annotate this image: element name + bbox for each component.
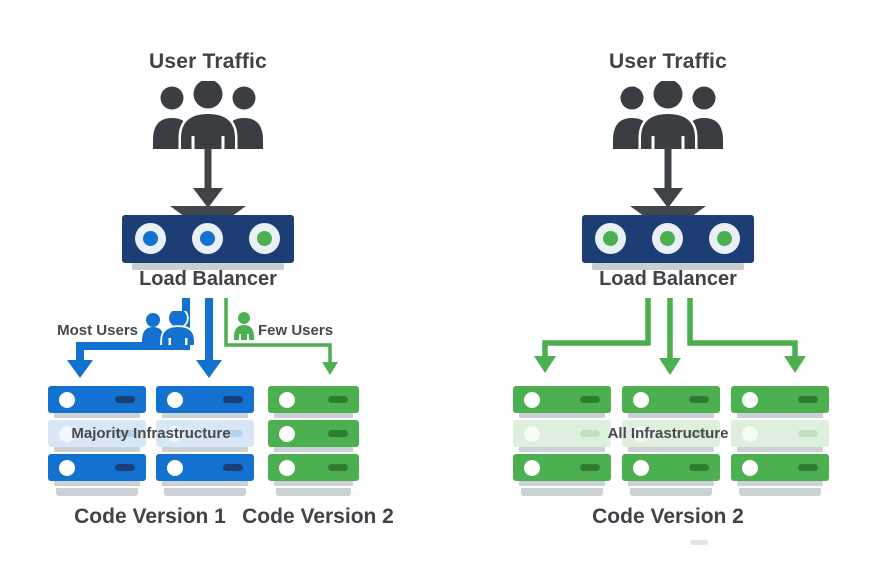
server-led-icon	[524, 425, 540, 442]
stack-shadow	[739, 488, 821, 496]
server-unit-faded	[731, 420, 829, 452]
server-slot-icon	[798, 464, 818, 471]
server-led-icon	[524, 391, 540, 408]
stack-shadow	[630, 488, 712, 496]
lb-port-icon	[652, 223, 683, 254]
server-slot-icon	[115, 464, 135, 471]
server-led-icon	[633, 391, 649, 408]
server-stack-v2-c	[731, 386, 829, 496]
server-unit	[622, 386, 720, 418]
server-led-icon	[279, 391, 295, 408]
lb-port-icon	[709, 223, 740, 254]
left-lb-label: Load Balancer	[139, 268, 277, 290]
traffic-down-arrow	[653, 146, 683, 208]
lb-shadow	[132, 263, 284, 270]
server-slot-icon	[798, 430, 818, 437]
server-slot-icon	[115, 430, 135, 437]
server-slot-icon	[689, 464, 709, 471]
server-slot-icon	[580, 430, 600, 437]
stack-shadow	[164, 488, 246, 496]
few-users-label: Few Users	[258, 322, 334, 339]
lb-port-icon	[249, 223, 280, 254]
server-slot-icon	[689, 430, 709, 437]
server-led-icon	[167, 391, 183, 408]
server-unit	[268, 454, 359, 486]
lb-port-icon	[192, 223, 223, 254]
server-stack-v2	[268, 386, 359, 496]
server-unit	[48, 386, 146, 418]
server-led-icon	[59, 391, 75, 408]
server-slot-icon	[115, 396, 135, 403]
server-led-icon	[59, 425, 75, 442]
server-unit-faded	[622, 420, 720, 452]
user-group-icon	[613, 81, 723, 149]
lb-port-icon	[135, 223, 166, 254]
funnel-icon	[630, 206, 706, 216]
server-unit	[731, 454, 829, 486]
traffic-down-arrow	[193, 146, 223, 208]
server-unit-faded	[513, 420, 611, 452]
server-led-icon	[167, 425, 183, 442]
lb-port-dots	[122, 215, 294, 263]
right-lb-label: Load Balancer	[599, 268, 737, 290]
server-led-icon	[167, 459, 183, 476]
server-slot-icon	[223, 396, 243, 403]
server-slot-icon	[580, 396, 600, 403]
left-load-balancer	[122, 215, 294, 263]
label-shadow-artifact	[690, 540, 708, 545]
server-led-icon	[742, 425, 758, 442]
stack-shadow	[276, 488, 351, 496]
majority-infrastructure-label: Majority Infrastructure	[71, 425, 231, 442]
server-led-icon	[279, 459, 295, 476]
server-stack-v2-a	[513, 386, 611, 496]
right-code-version-2-label: Code Version 2	[592, 505, 744, 528]
server-unit	[268, 420, 359, 452]
most-users-people-icon	[142, 311, 196, 345]
all-infrastructure-label: All Infrastructure	[607, 425, 729, 442]
server-slot-icon	[223, 430, 243, 437]
lb-shadow	[592, 263, 744, 270]
server-unit-faded	[156, 420, 254, 452]
server-slot-icon	[328, 464, 348, 471]
server-unit-faded	[48, 420, 146, 452]
server-unit	[513, 386, 611, 418]
server-stack-v1-a	[48, 386, 146, 496]
lb-port-icon	[595, 223, 626, 254]
server-unit	[513, 454, 611, 486]
lb-port-dots	[582, 215, 754, 263]
funnel-icon	[170, 206, 246, 216]
left-user-traffic-title: User Traffic	[149, 50, 267, 73]
few-users-person-icon	[234, 312, 254, 340]
server-unit	[268, 386, 359, 418]
server-unit	[48, 454, 146, 486]
server-slot-icon	[223, 464, 243, 471]
server-slot-icon	[328, 396, 348, 403]
server-led-icon	[633, 425, 649, 442]
most-users-label: Most Users	[57, 322, 138, 339]
right-branch-arrows	[534, 298, 806, 375]
server-unit	[731, 386, 829, 418]
user-group-icon	[153, 81, 263, 149]
server-led-icon	[279, 425, 295, 442]
server-slot-icon	[798, 396, 818, 403]
server-stack-v1-b	[156, 386, 254, 496]
code-version-1-label: Code Version 1	[74, 505, 226, 528]
stack-shadow	[56, 488, 138, 496]
server-unit	[156, 454, 254, 486]
right-user-traffic-title: User Traffic	[609, 50, 727, 73]
server-stack-v2-b	[622, 386, 720, 496]
server-unit	[622, 454, 720, 486]
server-slot-icon	[689, 396, 709, 403]
server-unit	[156, 386, 254, 418]
server-led-icon	[742, 391, 758, 408]
server-slot-icon	[328, 430, 348, 437]
stack-shadow	[521, 488, 603, 496]
left-code-version-2-label: Code Version 2	[242, 505, 394, 528]
server-slot-icon	[580, 464, 600, 471]
server-led-icon	[59, 459, 75, 476]
server-led-icon	[633, 459, 649, 476]
server-led-icon	[742, 459, 758, 476]
right-load-balancer	[582, 215, 754, 263]
server-led-icon	[524, 459, 540, 476]
